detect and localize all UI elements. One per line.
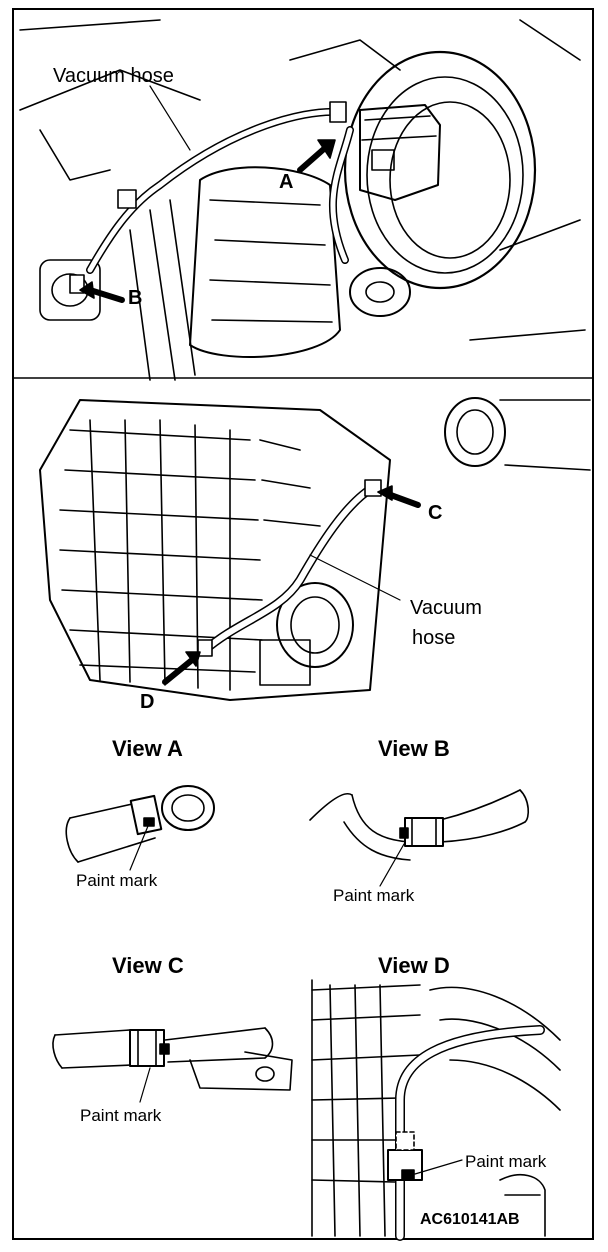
view-b-drawing bbox=[309, 789, 530, 887]
view-b-paint-mark: Paint mark bbox=[333, 886, 415, 905]
intake-manifold-view bbox=[39, 397, 591, 701]
vacuum-hose-label-middle-line1: Vacuum bbox=[410, 597, 482, 619]
view-a-title: View A bbox=[112, 736, 183, 761]
callout-a: A bbox=[279, 171, 294, 193]
view-d-paint-mark: Paint mark bbox=[465, 1152, 547, 1171]
view-d-drawing bbox=[311, 979, 561, 1241]
engine-top-view bbox=[19, 19, 586, 381]
view-b-title: View B bbox=[378, 736, 450, 761]
callout-b: B bbox=[128, 287, 143, 309]
view-a-drawing bbox=[65, 785, 215, 871]
view-c-paint-mark: Paint mark bbox=[80, 1106, 162, 1125]
callout-d: D bbox=[140, 691, 155, 713]
figure-frame bbox=[12, 8, 594, 1240]
view-a-paint-mark: Paint mark bbox=[76, 871, 158, 890]
callout-c: C bbox=[428, 502, 443, 524]
view-c-drawing bbox=[52, 1027, 293, 1103]
vacuum-hose-label-middle-line2: hose bbox=[412, 627, 456, 649]
vacuum-hose-label-top: Vacuum hose bbox=[53, 65, 174, 87]
figure-code: AC610141AB bbox=[420, 1211, 520, 1228]
view-c-title: View C bbox=[112, 953, 184, 978]
view-d-title: View D bbox=[378, 953, 450, 978]
